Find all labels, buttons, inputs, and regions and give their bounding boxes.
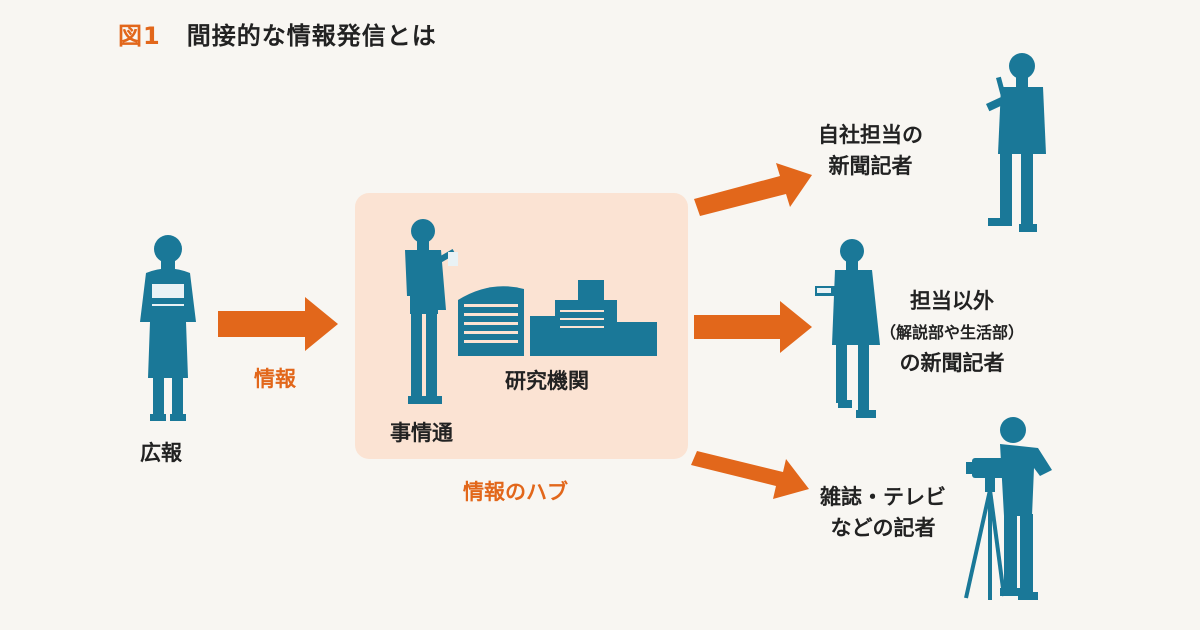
target-other-reporter-line3: の新聞記者 bbox=[899, 351, 1005, 375]
figure-title: 図1 間接的な情報発信とは bbox=[118, 16, 437, 51]
target-other-reporter-label: 担当以外 （解説部や生活部） の新聞記者 bbox=[880, 286, 1024, 379]
target-own-reporter-label: 自社担当の 新聞記者 bbox=[818, 120, 923, 182]
source-label: 広報 bbox=[140, 441, 182, 465]
target-media-reporter-line1: 雑誌・テレビ bbox=[820, 485, 946, 509]
arrow-hub-to-own-reporter bbox=[694, 163, 812, 216]
hub-label: 情報のハブ bbox=[463, 480, 568, 504]
flow-label: 情報 bbox=[254, 367, 296, 391]
target-other-reporter-line1: 担当以外 bbox=[910, 289, 994, 313]
other-reporter-figure bbox=[815, 239, 880, 418]
institution-label: 研究機関 bbox=[505, 369, 589, 393]
figure-title-text: 間接的な情報発信とは bbox=[186, 22, 437, 50]
own-reporter-figure bbox=[985, 53, 1046, 232]
insider-label: 事情通 bbox=[390, 421, 453, 445]
pr-woman-figure bbox=[140, 235, 196, 421]
target-media-reporter-line2: などの記者 bbox=[830, 516, 936, 540]
target-own-reporter-line2: 新聞記者 bbox=[828, 154, 913, 178]
arrow-source-to-hub bbox=[218, 297, 338, 351]
camera-operator-figure bbox=[964, 417, 1052, 600]
target-other-reporter-line2: （解説部や生活部） bbox=[880, 323, 1025, 342]
research-institution-building bbox=[458, 280, 657, 356]
arrow-hub-to-media-reporter bbox=[691, 451, 809, 499]
arrow-hub-to-other-reporter bbox=[694, 301, 812, 353]
figure-number: 図1 bbox=[118, 22, 161, 50]
insider-man-figure bbox=[405, 219, 458, 404]
target-media-reporter-label: 雑誌・テレビ などの記者 bbox=[820, 482, 946, 544]
target-own-reporter-line1: 自社担当の bbox=[818, 123, 923, 147]
